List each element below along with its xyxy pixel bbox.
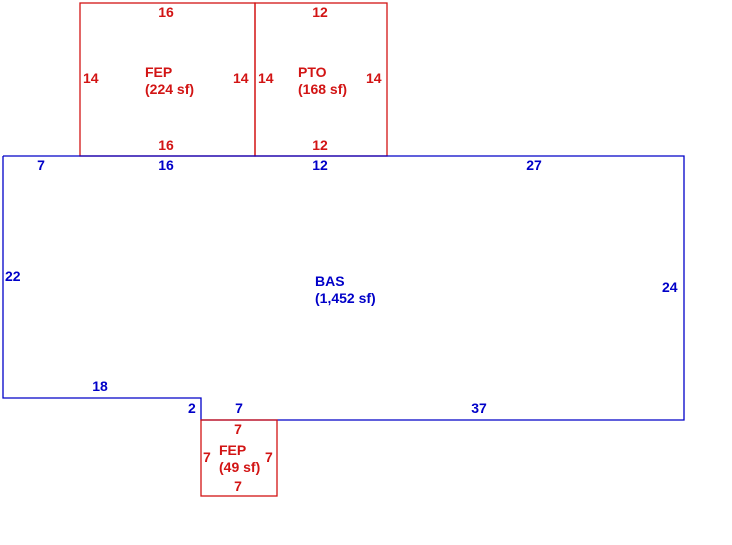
- fep-bottom-dim-top: 7: [234, 421, 242, 437]
- fep-top-dim-bottom: 16: [158, 137, 174, 153]
- bas-dim-top-mid2: 12: [312, 157, 328, 173]
- fep-top-section: 16 16 14 14 FEP (224 sf): [79, 2, 256, 157]
- fep-bottom-dim-right: 7: [265, 449, 273, 465]
- bas-dim-step-side: 2: [188, 400, 196, 416]
- bas-code: BAS: [315, 273, 345, 289]
- pto-section: 12 12 14 14 PTO (168 sf): [254, 2, 388, 157]
- pto-code: PTO: [298, 64, 327, 80]
- bas-dim-left-top: 7: [37, 157, 45, 173]
- fep-bottom-area: (49 sf): [219, 459, 260, 475]
- bas-area: (1,452 sf): [315, 290, 376, 306]
- pto-dim-right: 14: [366, 70, 382, 86]
- fep-bottom-dim-bottom: 7: [234, 478, 242, 494]
- pto-dim-top: 12: [312, 4, 328, 20]
- fep-bottom-dim-left: 7: [203, 449, 211, 465]
- bas-dim-top-mid1: 16: [158, 157, 174, 173]
- fep-top-dim-right: 14: [233, 70, 249, 86]
- pto-dim-bottom: 12: [312, 137, 328, 153]
- fep-top-dim-left: 14: [83, 70, 99, 86]
- bas-dim-bottom-right: 37: [471, 400, 487, 416]
- fep-bottom-section: 7 7 7 7 FEP (49 sf): [200, 419, 278, 497]
- pto-dim-left: 14: [258, 70, 274, 86]
- bas-dim-right: 24: [662, 279, 678, 295]
- bas-dim-bottom-left: 7: [235, 400, 243, 416]
- fep-bottom-code: FEP: [219, 442, 246, 458]
- bas-dim-top-right: 27: [526, 157, 542, 173]
- fep-top-area: (224 sf): [145, 81, 194, 97]
- bas-dim-left: 22: [5, 268, 21, 284]
- fep-top-dim-top: 16: [158, 4, 174, 20]
- pto-area: (168 sf): [298, 81, 347, 97]
- fep-top-code: FEP: [145, 64, 172, 80]
- fep-bottom-outline: [200, 419, 278, 497]
- bas-dim-step-top: 18: [92, 378, 108, 394]
